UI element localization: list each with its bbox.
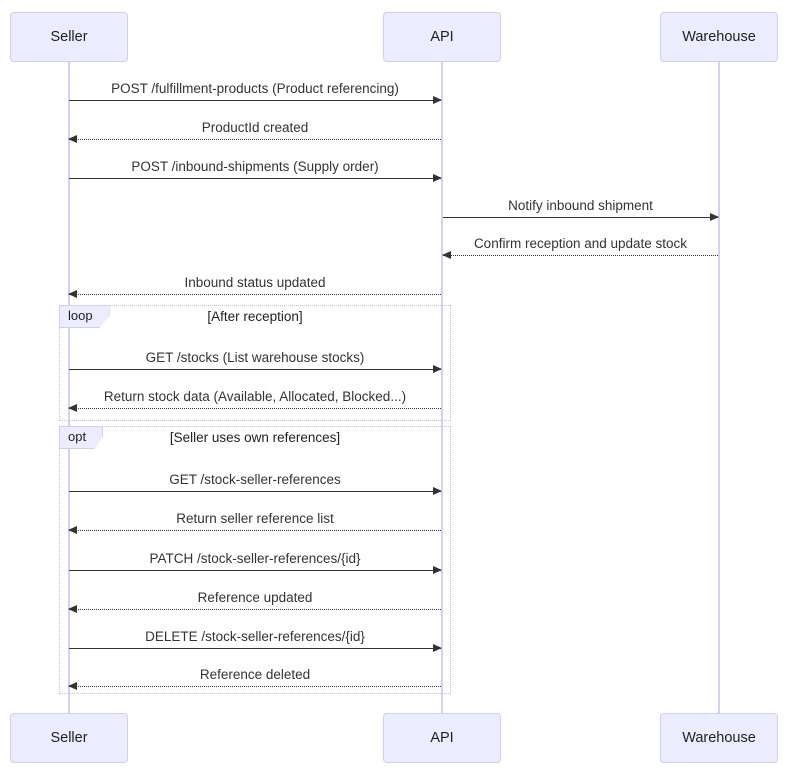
message-get-stocks: GET /stocks (List warehouse stocks) (69, 347, 442, 373)
message-get-stock-seller-references: GET /stock-seller-references (69, 469, 442, 495)
arrowhead-left-icon (68, 404, 77, 412)
actor-label: Warehouse (682, 730, 756, 746)
message-patch-stock-seller-references: PATCH /stock-seller-references/{id} (69, 548, 442, 574)
message-text: ProductId created (201, 120, 309, 135)
actor-api-top: API (383, 12, 501, 62)
message-line (69, 644, 442, 652)
arrowhead-left-icon (442, 251, 451, 259)
actor-label: API (430, 730, 454, 746)
arrowhead-left-icon (68, 526, 77, 534)
message-confirm-reception: Confirm reception and update stock (442, 233, 718, 259)
message-line (443, 213, 719, 221)
message-text: Return stock data (Available, Allocated,… (103, 389, 407, 404)
message-text: POST /fulfillment-products (Product refe… (111, 81, 399, 96)
arrowhead-left-icon (68, 135, 77, 143)
actor-warehouse-top: Warehouse (660, 12, 778, 62)
message-notify-inbound-shipment: Notify inbound shipment (443, 195, 719, 221)
opt-label-tab: opt (59, 426, 104, 449)
actor-label: API (430, 29, 454, 45)
actor-api-bottom: API (383, 713, 501, 763)
arrowhead-right-icon (433, 644, 442, 652)
arrowhead-right-icon (433, 566, 442, 574)
actor-warehouse-bottom: Warehouse (660, 713, 778, 763)
message-text: Confirm reception and update stock (473, 236, 688, 251)
arrowhead-left-icon (68, 682, 77, 690)
opt-region: opt [Seller uses own references] (59, 426, 451, 694)
loop-region: loop [After reception] (59, 305, 451, 421)
loop-condition: [After reception] (207, 309, 303, 324)
actor-label: Seller (50, 29, 88, 45)
arrowhead-left-icon (68, 290, 77, 298)
message-line (68, 135, 441, 143)
message-line (68, 404, 441, 412)
message-inbound-status-updated: Inbound status updated (68, 272, 441, 298)
message-text: Reference updated (197, 590, 313, 605)
message-reference-deleted: Reference deleted (68, 664, 441, 690)
message-post-fulfillment-products: POST /fulfillment-products (Product refe… (69, 78, 442, 104)
message-return-stock-data: Return stock data (Available, Allocated,… (68, 386, 441, 412)
arrowhead-right-icon (433, 96, 442, 104)
message-post-inbound-shipments: POST /inbound-shipments (Supply order) (69, 156, 442, 182)
arrowhead-left-icon (68, 605, 77, 613)
lifeline-seller (68, 62, 70, 713)
message-text: Reference deleted (199, 667, 311, 682)
actor-seller-bottom: Seller (10, 713, 128, 763)
message-line (69, 487, 442, 495)
message-return-seller-reference-list: Return seller reference list (68, 508, 441, 534)
message-text: POST /inbound-shipments (Supply order) (131, 159, 379, 174)
message-text: GET /stocks (List warehouse stocks) (145, 350, 365, 365)
arrowhead-right-icon (433, 487, 442, 495)
message-text: Notify inbound shipment (508, 198, 653, 213)
message-delete-stock-seller-references: DELETE /stock-seller-references/{id} (69, 626, 442, 652)
loop-label-tab: loop (59, 305, 110, 328)
actor-label: Seller (50, 730, 88, 746)
message-line (69, 566, 442, 574)
opt-condition: [Seller uses own references] (169, 430, 341, 445)
message-line (68, 526, 441, 534)
message-line (68, 290, 441, 298)
arrowhead-right-icon (710, 213, 719, 221)
message-line (68, 605, 441, 613)
message-productid-created: ProductId created (68, 117, 441, 143)
message-text: Return seller reference list (176, 511, 334, 526)
arrowhead-right-icon (433, 174, 442, 182)
message-line (69, 96, 442, 104)
message-text: GET /stock-seller-references (169, 472, 341, 487)
actor-label: Warehouse (682, 29, 756, 45)
message-line (68, 682, 441, 690)
message-line (69, 174, 442, 182)
message-line (69, 365, 442, 373)
message-line (442, 251, 718, 259)
message-text: PATCH /stock-seller-references/{id} (149, 551, 361, 566)
arrowhead-right-icon (433, 365, 442, 373)
message-text: DELETE /stock-seller-references/{id} (145, 629, 365, 644)
lifeline-warehouse (718, 62, 720, 713)
actor-seller-top: Seller (10, 12, 128, 62)
message-reference-updated: Reference updated (68, 587, 441, 613)
message-text: Inbound status updated (184, 275, 326, 290)
lifeline-api (441, 62, 443, 713)
